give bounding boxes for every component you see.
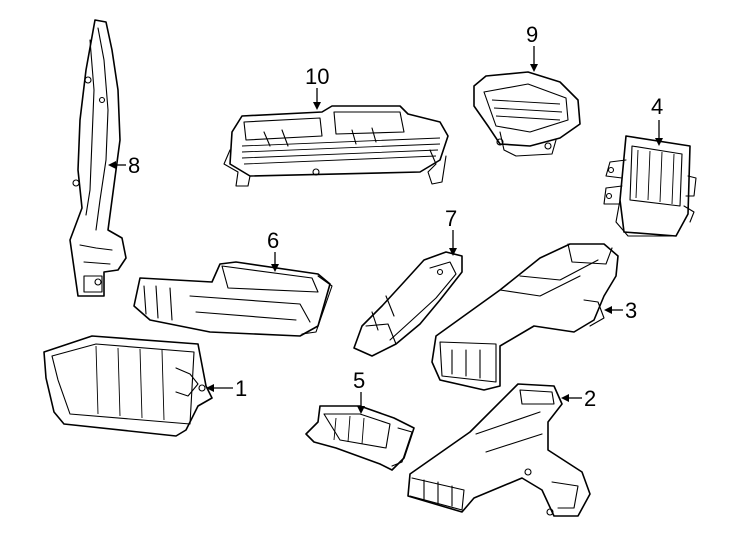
part-3-console-air-duct <box>431 243 619 391</box>
callout-7: 7 <box>445 206 457 231</box>
arrowhead-1 <box>206 384 214 392</box>
arrowhead-10 <box>313 102 321 110</box>
callout-5: 5 <box>353 368 365 393</box>
part-7-angled-duct <box>353 251 463 357</box>
arrowhead-6 <box>271 264 279 272</box>
arrowhead-3 <box>604 306 612 314</box>
part-1-floor-air-duct <box>43 335 213 437</box>
callout-labels: 1 2 3 4 5 6 7 8 9 10 <box>128 22 663 411</box>
callout-4: 4 <box>651 94 663 119</box>
part-10-center-dash-vent-assembly <box>223 105 449 187</box>
part-5-small-outlet-duct <box>305 405 415 471</box>
part-9-air-outlet-vent <box>473 71 581 157</box>
part-6-defroster-duct <box>133 261 333 337</box>
part-4-side-outlet-bracket <box>603 135 697 237</box>
callout-8: 8 <box>128 153 140 178</box>
callout-9: 9 <box>526 22 538 47</box>
arrowhead-7 <box>449 248 457 256</box>
arrowhead-8 <box>108 161 116 169</box>
callout-6: 6 <box>267 228 279 253</box>
callout-2: 2 <box>584 386 596 411</box>
arrowhead-9 <box>530 64 538 72</box>
arrowhead-2 <box>561 394 569 402</box>
arrowhead-5 <box>357 406 365 414</box>
leader-lines <box>108 46 663 414</box>
part-8-vertical-bracket-duct <box>69 19 127 297</box>
callout-3: 3 <box>625 298 637 323</box>
part-2-rear-floor-duct <box>407 383 591 517</box>
callout-10: 10 <box>305 64 329 89</box>
callout-1: 1 <box>235 376 247 401</box>
arrowhead-4 <box>655 138 663 146</box>
